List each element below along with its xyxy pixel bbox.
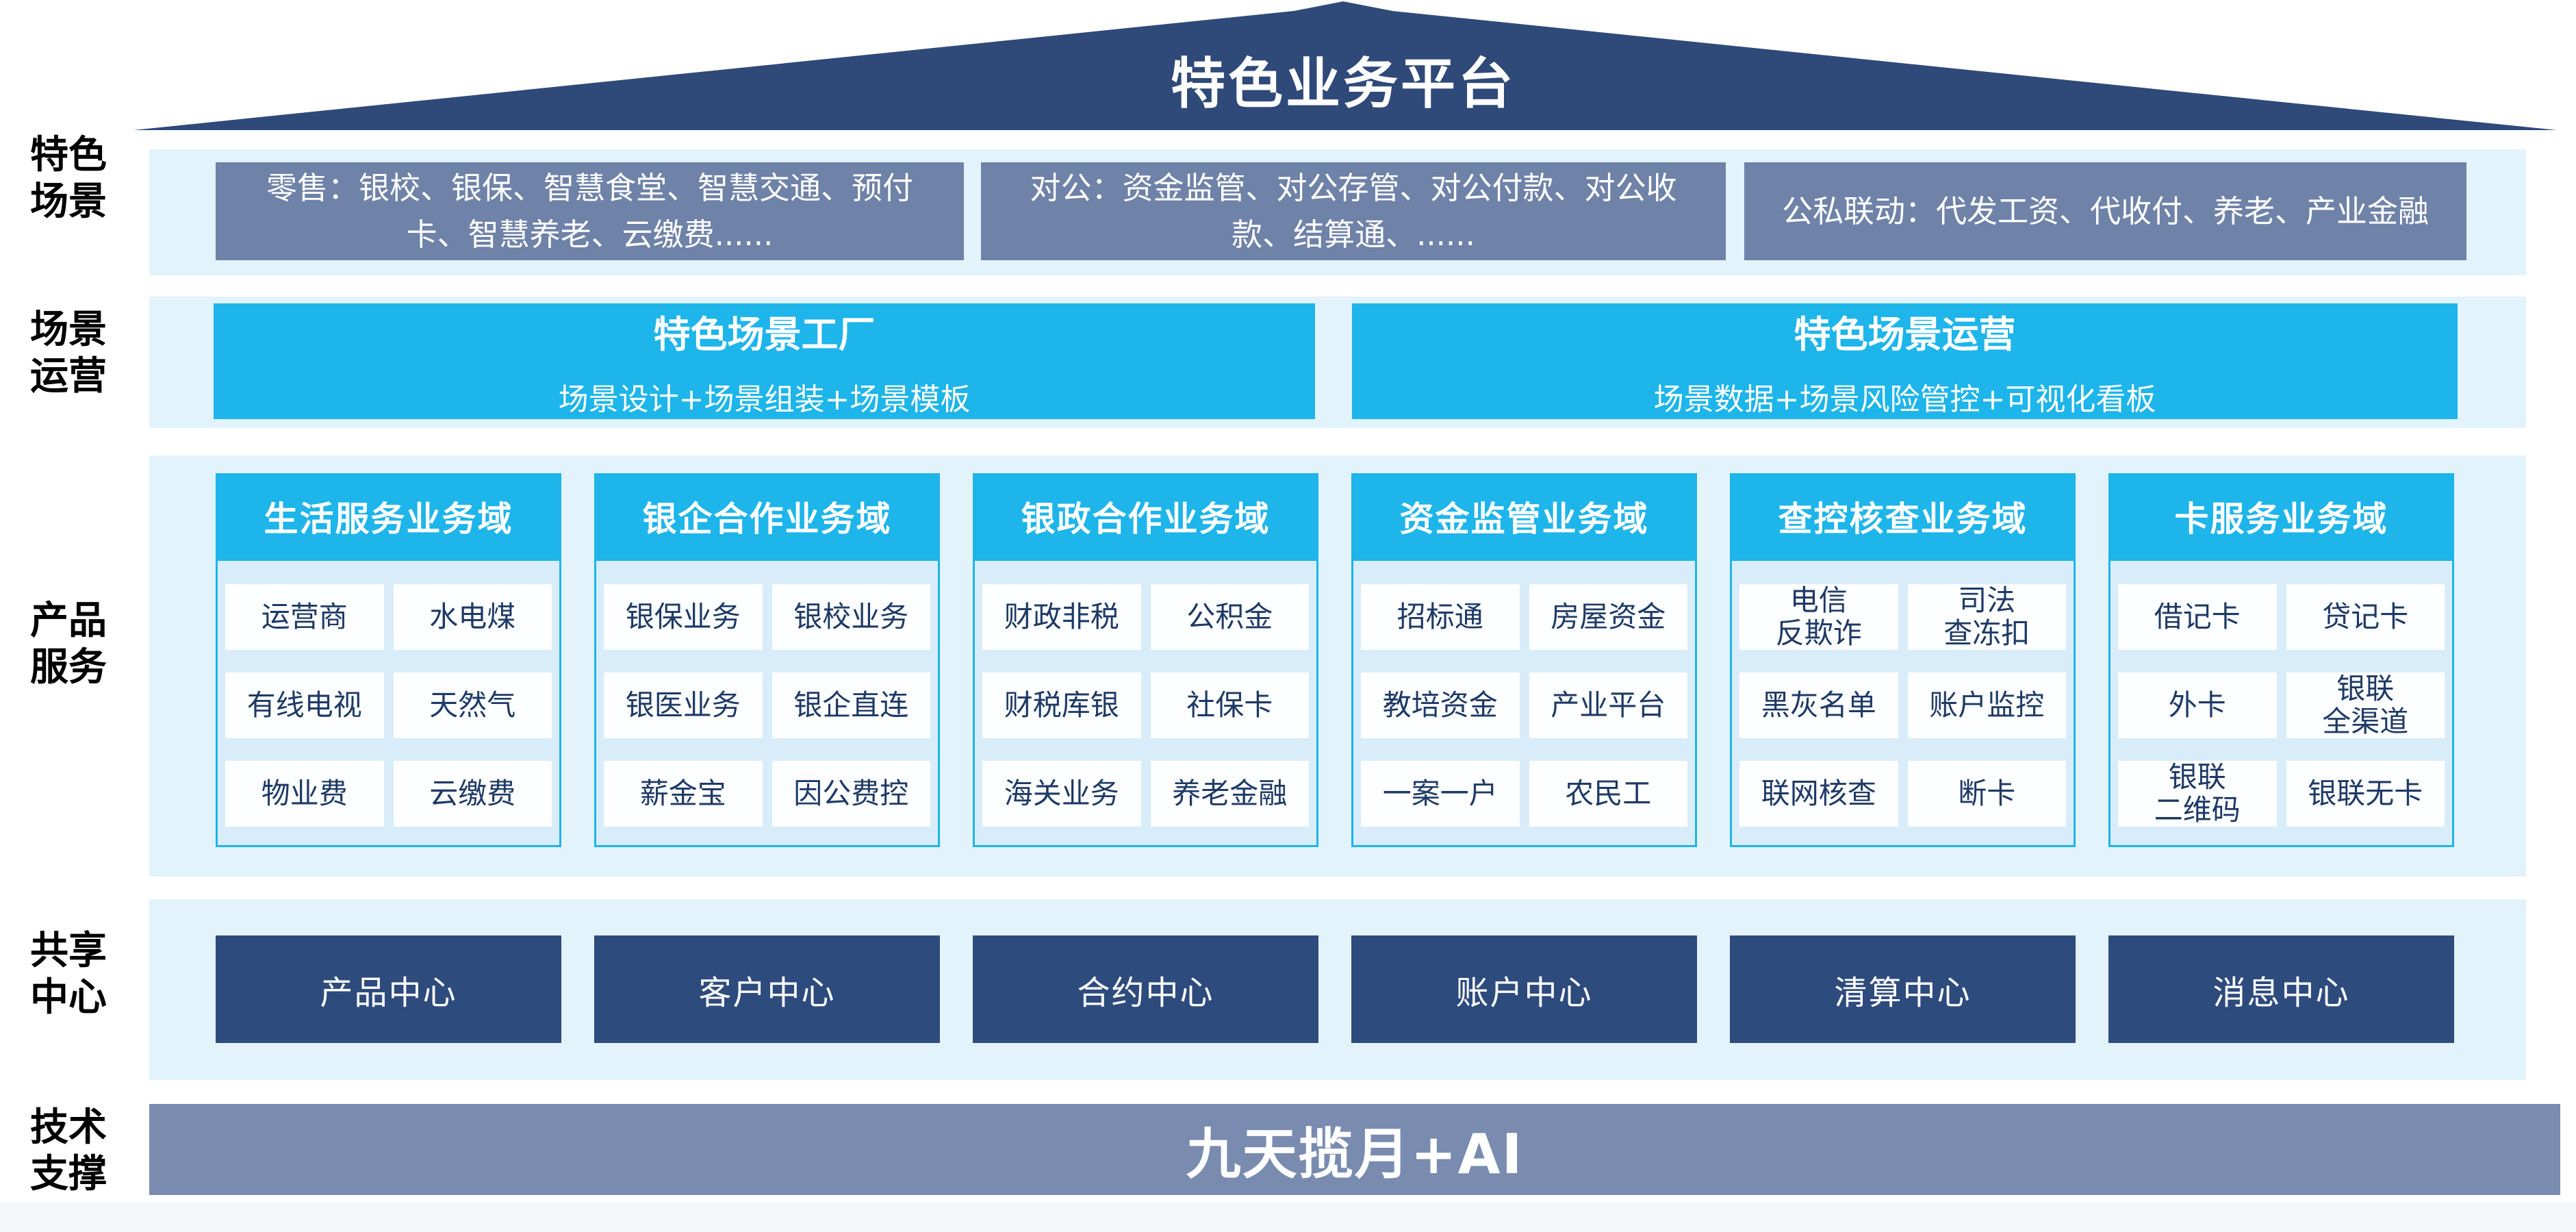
center-box-product: 产品中心 — [216, 935, 561, 1043]
column-header: 查控核查业务域 — [1730, 473, 2076, 559]
bottom-strip — [0, 1203, 2576, 1232]
product-cell: 银联 全渠道 — [2286, 672, 2445, 738]
product-column-bank-government: 银政合作业务域 财政非税 公积金 财税库银 社保卡 海关业务 养老金融 — [973, 473, 1318, 847]
product-cell: 断卡 — [1907, 761, 2066, 827]
tech-support-label: 九天揽月+AI — [1186, 1122, 1524, 1186]
product-cell: 贷记卡 — [2286, 584, 2445, 650]
product-service-band: 生活服务业务域 运营商 水电煤 有线电视 天然气 物业费 云缴费 银企合作业务域… — [149, 455, 2526, 877]
product-cell: 水电煤 — [393, 584, 552, 650]
scene-factory-box: 特色场景工厂 场景设计+场景组装+场景模板 — [214, 303, 1315, 419]
product-cell: 银企直连 — [771, 672, 930, 738]
scene-box-public-private-linkage: 公私联动：代发工资、代收付、养老、产业金融 — [1744, 162, 2466, 260]
side-label-product-service: 产品 服务 — [30, 599, 107, 690]
side-label-shared-center: 共享 中心 — [30, 929, 107, 1020]
side-label-tech-support: 技术 支撑 — [30, 1105, 107, 1197]
column-header: 卡服务业务域 — [2108, 473, 2454, 559]
product-cell: 云缴费 — [393, 761, 552, 827]
scene-operation-subtitle: 场景数据+场景风险管控+可视化看板 — [1653, 382, 2156, 417]
product-column-inspection-verification: 查控核查业务域 电信 反欺诈 司法 查冻扣 黑灰名单 账户监控 联网核查 断卡 — [1730, 473, 2076, 847]
product-cell: 养老金融 — [1150, 761, 1309, 827]
featured-scenes-band: 零售：银校、银保、智慧食堂、智慧交通、预付卡、智慧养老、云缴费...... 对公… — [149, 149, 2526, 275]
side-label-scene-operation: 场景 运营 — [30, 307, 107, 399]
product-cell: 天然气 — [393, 672, 552, 738]
column-body: 财政非税 公积金 财税库银 社保卡 海关业务 养老金融 — [973, 559, 1318, 847]
column-body: 银保业务 银校业务 银医业务 银企直连 薪金宝 因公费控 — [594, 559, 940, 847]
product-cell: 借记卡 — [2118, 584, 2277, 650]
product-cell: 账户监控 — [1907, 672, 2066, 738]
center-box-contract: 合约中心 — [973, 935, 1318, 1043]
product-cell: 物业费 — [225, 761, 384, 827]
column-body: 招标通 房屋资金 教培资金 产业平台 一案一户 农民工 — [1351, 559, 1697, 847]
column-body: 借记卡 贷记卡 外卡 银联 全渠道 银联 二维码 银联无卡 — [2108, 559, 2454, 847]
column-body: 运营商 水电煤 有线电视 天然气 物业费 云缴费 — [216, 559, 561, 847]
product-cell: 薪金宝 — [604, 761, 763, 827]
product-cell: 外卡 — [2118, 672, 2277, 738]
product-column-bank-enterprise: 银企合作业务域 银保业务 银校业务 银医业务 银企直连 薪金宝 因公费控 — [594, 473, 940, 847]
scene-operation-band: 特色场景工厂 场景设计+场景组装+场景模板 特色场景运营 场景数据+场景风险管控… — [149, 297, 2526, 428]
column-body: 电信 反欺诈 司法 查冻扣 黑灰名单 账户监控 联网核查 断卡 — [1730, 559, 2076, 847]
product-cell: 黑灰名单 — [1739, 672, 1898, 738]
center-box-customer: 客户中心 — [594, 935, 940, 1043]
product-cell: 司法 查冻扣 — [1907, 583, 2066, 650]
product-column-life-service: 生活服务业务域 运营商 水电煤 有线电视 天然气 物业费 云缴费 — [216, 473, 561, 847]
side-label-featured-scenes: 特色 场景 — [30, 133, 107, 225]
center-box-message: 消息中心 — [2108, 935, 2454, 1043]
product-cell: 社保卡 — [1150, 672, 1309, 738]
product-cell: 银医业务 — [604, 672, 763, 738]
product-cell: 教培资金 — [1361, 672, 1520, 738]
product-cell: 招标通 — [1361, 584, 1520, 650]
scene-box-corporate: 对公：资金监管、对公存管、对公付款、对公收款、结算通、...... — [981, 162, 1726, 260]
product-cell: 海关业务 — [982, 761, 1141, 827]
product-cell: 农民工 — [1529, 761, 1687, 827]
product-column-fund-supervision: 资金监管业务域 招标通 房屋资金 教培资金 产业平台 一案一户 农民工 — [1351, 473, 1697, 847]
product-cell: 电信 反欺诈 — [1739, 583, 1898, 650]
center-box-clearing: 清算中心 — [1730, 935, 2076, 1043]
column-header: 生活服务业务域 — [216, 473, 561, 559]
product-cell: 银联 二维码 — [2118, 760, 2277, 827]
column-header: 银企合作业务域 — [594, 473, 940, 559]
scene-box-retail: 零售：银校、银保、智慧食堂、智慧交通、预付卡、智慧养老、云缴费...... — [216, 162, 964, 260]
center-box-account: 账户中心 — [1351, 935, 1697, 1043]
product-cell: 运营商 — [225, 584, 384, 650]
product-cell: 产业平台 — [1529, 672, 1687, 738]
scene-operation-title: 特色场景运营 — [1794, 313, 2016, 356]
product-column-card-service: 卡服务业务域 借记卡 贷记卡 外卡 银联 全渠道 银联 二维码 银联无卡 — [2108, 473, 2454, 847]
platform-title: 特色业务平台 — [1171, 52, 1516, 116]
product-cell: 财政非税 — [982, 584, 1141, 650]
product-cell: 财税库银 — [982, 672, 1141, 738]
column-header: 银政合作业务域 — [973, 473, 1318, 559]
scene-operation-box: 特色场景运营 场景数据+场景风险管控+可视化看板 — [1352, 303, 2458, 419]
scene-factory-subtitle: 场景设计+场景组装+场景模板 — [558, 382, 971, 417]
product-cell: 有线电视 — [225, 672, 384, 738]
tech-support-bar: 九天揽月+AI — [149, 1104, 2560, 1195]
product-cell: 因公费控 — [771, 761, 930, 827]
product-cell: 联网核查 — [1739, 761, 1898, 827]
shared-center-band: 产品中心 客户中心 合约中心 账户中心 清算中心 消息中心 — [149, 899, 2526, 1080]
product-cell: 一案一户 — [1361, 761, 1520, 827]
product-cell: 房屋资金 — [1529, 584, 1687, 650]
scene-factory-title: 特色场景工厂 — [653, 313, 876, 356]
column-header: 资金监管业务域 — [1351, 473, 1697, 559]
product-cell: 公积金 — [1150, 584, 1309, 650]
product-cell: 银联无卡 — [2286, 761, 2445, 827]
product-cell: 银校业务 — [771, 584, 930, 650]
product-cell: 银保业务 — [604, 584, 763, 650]
